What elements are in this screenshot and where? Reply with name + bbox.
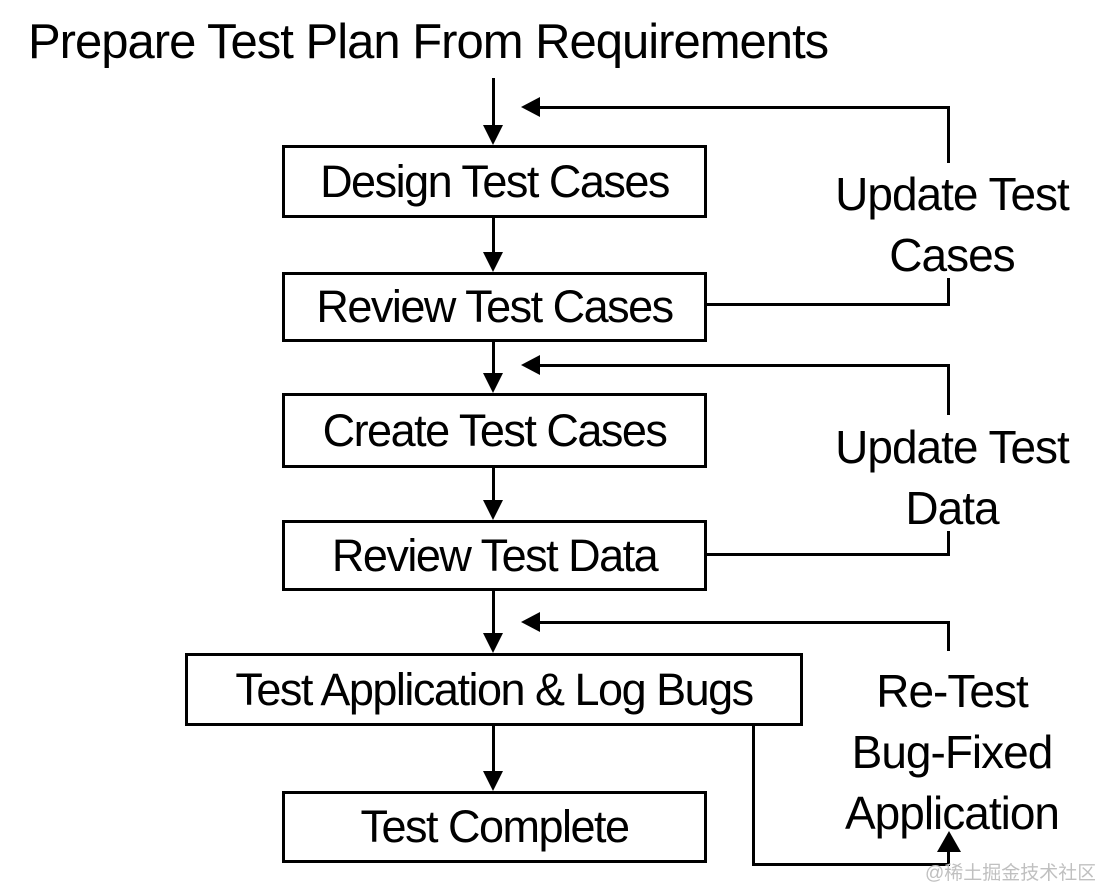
loop-update-data-right-upper-line [947, 365, 950, 415]
arrowhead-left-update-cases-icon [521, 97, 540, 117]
loop-update-data-bottom-line [707, 553, 950, 556]
node-design-test-cases: Design Test Cases [282, 145, 707, 218]
loop-retest-right-stub-line [947, 851, 950, 864]
loop-update-cases-right-upper-line [947, 107, 950, 163]
label-retest-line3: Application [844, 787, 1060, 839]
label-update-test-cases-line1: Update Test [835, 168, 1070, 220]
loop-update-cases-right-lower-line [947, 278, 950, 306]
node-review-test-data: Review Test Data [282, 520, 707, 591]
arrowhead-left-retest-icon [521, 612, 540, 632]
arrowhead-down-create-icon [483, 373, 503, 393]
node-test-application-log-bugs: Test Application & Log Bugs [185, 653, 803, 726]
arrowhead-down-review-data-icon [483, 500, 503, 520]
arrowhead-up-retest-icon [937, 831, 961, 852]
arrowhead-down-review-cases-icon [483, 252, 503, 272]
label-update-test-cases-line2: Cases [889, 229, 1015, 281]
loop-retest-top-line [540, 621, 950, 624]
flow-title: Prepare Test Plan From Requirements [28, 15, 829, 69]
arrowhead-down-test-app-icon [483, 633, 503, 653]
loop-update-cases-top-line [540, 106, 950, 109]
loop-update-data-top-line [540, 364, 950, 367]
loop-update-data-right-lower-line [947, 531, 950, 556]
loop-update-cases-bottom-line [707, 303, 950, 306]
loop-retest-bottom-line [752, 863, 950, 866]
node-review-test-cases: Review Test Cases [282, 272, 707, 342]
label-update-test-cases: Update Test Cases [807, 164, 1095, 286]
label-update-test-data-line2: Data [905, 482, 999, 534]
arrowhead-left-update-data-icon [521, 355, 540, 375]
label-retest-line2: Bug-Fixed [851, 726, 1054, 778]
connector-design-to-review-cases [492, 217, 495, 254]
connector-create-to-review-data [492, 468, 495, 502]
connector-title-to-design [492, 78, 495, 128]
loop-retest-right-upper-line [947, 622, 950, 651]
arrowhead-down-design-icon [483, 125, 503, 145]
label-update-test-data: Update Test Data [807, 417, 1095, 539]
connector-review-cases-to-create [492, 342, 495, 375]
label-update-test-data-line1: Update Test [835, 421, 1070, 473]
arrowhead-down-complete-icon [483, 771, 503, 791]
node-create-test-cases: Create Test Cases [282, 393, 707, 468]
loop-retest-drop-line [752, 725, 755, 866]
label-retest-bug-fixed-application: Re-Test Bug-Fixed Application [807, 661, 1095, 844]
node-test-complete: Test Complete [282, 791, 707, 863]
connector-test-app-to-complete [492, 725, 495, 773]
label-retest-line1: Re-Test [876, 665, 1028, 717]
watermark: @稀土掘金技术社区 [925, 863, 1095, 884]
connector-review-data-to-test-app [492, 590, 495, 635]
